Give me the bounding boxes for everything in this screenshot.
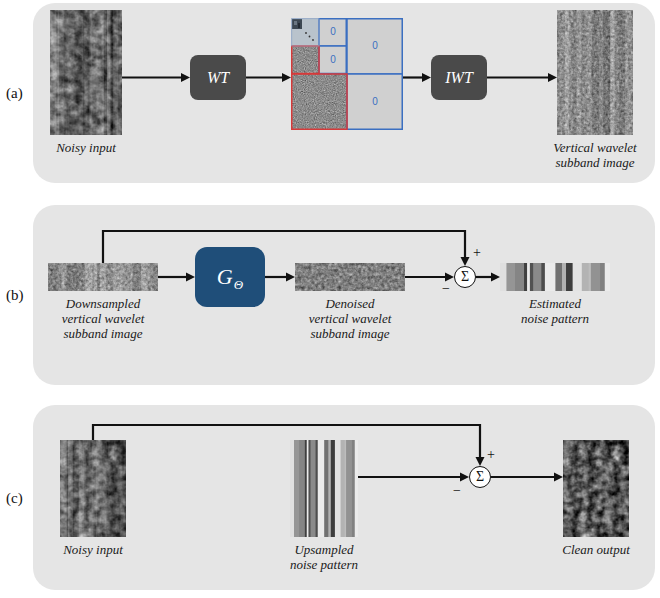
connector — [265, 273, 295, 282]
image-thumbnail — [295, 263, 405, 291]
connector-line — [158, 276, 187, 278]
panel-label: (a) — [6, 85, 23, 102]
zero-mark: 0 — [372, 41, 378, 51]
arrowhead — [554, 473, 563, 482]
box-title: IWT — [445, 69, 473, 87]
process-box: GΘ — [195, 247, 265, 307]
sign-label: − — [453, 484, 461, 498]
connector — [122, 73, 190, 82]
arrowhead — [548, 73, 557, 82]
process-box: IWT — [431, 55, 487, 100]
arrowhead — [461, 257, 470, 266]
connector — [93, 425, 485, 466]
image-node: Vertical wavelet subband image — [557, 10, 633, 135]
connector-line — [487, 76, 549, 78]
image-caption: Estimated noise pattern — [518, 296, 593, 326]
image-caption: Noisy input — [43, 542, 143, 557]
connector-line — [403, 76, 423, 78]
arrowhead — [181, 73, 190, 82]
connector — [405, 273, 454, 282]
image-thumbnail — [557, 10, 633, 135]
arrowhead — [186, 273, 195, 282]
sum-symbol: Σ — [476, 470, 484, 484]
connector — [103, 231, 470, 266]
sum-symbol: Σ — [461, 270, 469, 284]
box-title-main: G — [217, 264, 233, 290]
process-box: WT — [190, 55, 246, 100]
connector — [158, 273, 195, 282]
box-title-subscript: Θ — [234, 277, 243, 293]
image-node: Clean output — [563, 440, 629, 537]
connector-line — [122, 76, 182, 78]
sum-junction: Σ — [469, 466, 491, 488]
image-node: Noisy input — [50, 10, 122, 135]
wavelet-node: 0 0 0 0 — [291, 18, 403, 130]
image-node: Noisy input — [60, 440, 126, 537]
panel: (a)Noisy inputWT0000IWTVertical wavelet … — [33, 3, 655, 183]
image-thumbnail — [500, 263, 610, 291]
connector — [246, 73, 291, 82]
sign-label: + — [473, 246, 481, 260]
zero-mark: 0 — [330, 55, 336, 65]
image-caption: Downsampled vertical wavelet subband ima… — [59, 296, 147, 341]
image-caption: Vertical wavelet subband image — [551, 140, 639, 170]
connector-line — [476, 276, 492, 278]
connector — [487, 73, 557, 82]
arrowhead — [422, 73, 431, 82]
image-caption: Upsampled noise pattern — [284, 542, 364, 572]
connector — [476, 273, 500, 282]
zero-mark: 0 — [330, 27, 336, 37]
zero-mark: 0 — [372, 97, 378, 107]
image-thumbnail — [563, 440, 629, 537]
image-node: Denoised vertical wavelet subband image — [295, 263, 405, 291]
arrowhead — [286, 273, 295, 282]
box-title: GΘ — [217, 264, 243, 290]
image-caption: Denoised vertical wavelet subband image — [306, 296, 394, 341]
panel-label: (b) — [6, 287, 24, 304]
arrowhead — [491, 273, 500, 282]
connector-line — [491, 476, 555, 478]
connector-line — [358, 476, 461, 478]
image-thumbnail — [50, 10, 122, 135]
connector-line — [93, 425, 480, 458]
arrowhead — [460, 473, 469, 482]
connector-line — [246, 76, 283, 78]
image-thumbnail — [60, 440, 126, 537]
image-caption: Noisy input — [36, 140, 136, 155]
box-title: WT — [207, 69, 229, 87]
panel-label: (c) — [6, 489, 23, 506]
wavelet-decomposition — [291, 18, 403, 130]
sign-label: − — [442, 282, 450, 296]
sum-junction: Σ — [454, 266, 476, 288]
image-node: Estimated noise pattern — [500, 263, 610, 291]
panel: (c)Noisy inputUpsampled noise patternΣCl… — [33, 405, 655, 590]
arrowhead — [282, 73, 291, 82]
image-node: Downsampled vertical wavelet subband ima… — [48, 263, 158, 291]
image-thumbnail — [290, 440, 358, 537]
image-caption: Clean output — [546, 542, 646, 557]
arrowhead — [445, 273, 454, 282]
connector — [491, 473, 563, 482]
connector-line — [103, 231, 465, 263]
image-node: Upsampled noise pattern — [290, 440, 358, 537]
arrowhead — [476, 457, 485, 466]
image-thumbnail — [48, 263, 158, 291]
connector — [358, 473, 469, 482]
connector — [403, 73, 431, 82]
sign-label: + — [487, 448, 495, 462]
connector-line — [405, 276, 446, 278]
connector-line — [265, 276, 287, 278]
